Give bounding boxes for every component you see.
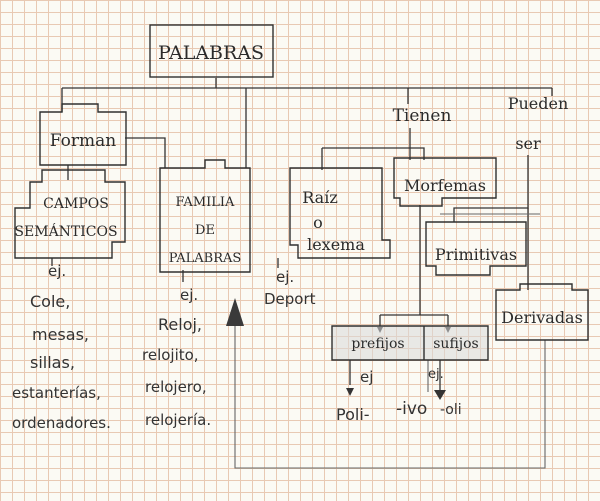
ser-label: ser [515,134,541,153]
tienen-label: Tienen [393,106,452,126]
example-line: ej. [180,286,198,304]
o-label: o [313,213,323,232]
familia-label: FAMILIA [176,195,235,210]
line-pueden-primitivas [453,155,529,222]
forman-label: Forman [50,131,116,151]
line-return-loop [234,318,546,469]
example-line: relojero, [145,378,207,396]
afijos-box [331,325,489,361]
example-line: ej [360,368,373,386]
familia-examples: ej. Reloj, relojito, relojero, relojería… [142,286,211,429]
line-forman-familia [125,137,166,168]
connectors [51,78,553,469]
forman-box [39,103,127,166]
sufijos-label: sufijos [433,336,479,352]
palabras-box [149,24,274,78]
primitivas-label: Primitivas [435,245,517,264]
example-line: mesas, [32,325,89,344]
example-line: Reloj, [158,315,202,334]
derivadas-box [495,283,589,341]
example-line: -ivo [396,399,427,419]
example-line: ej. [428,367,444,382]
prefijos-label: prefijos [351,336,404,352]
raiz-lexema-box [289,167,391,259]
example-line: Cole, [30,292,70,311]
sufijos-examples: ej. -ivo -oli [396,367,462,419]
example-line: ej. [276,268,294,286]
example-line: relojería. [145,411,211,429]
campos-semanticos-box [14,169,126,259]
arrow-up-icon [226,298,244,326]
raiz-examples: ej. Deport [264,268,316,308]
arrow-down-icon [434,390,446,400]
lexema-label: lexema [307,235,365,254]
familia-de-palabras-box [159,159,251,273]
morfemas-box [393,157,497,207]
afijos-shade [332,326,488,360]
morfemas-label: Morfemas [404,176,486,195]
de-label: DE [195,223,215,238]
derivadas-label: Derivadas [501,308,583,327]
example-line: -oli [440,402,462,418]
prefijos-examples: ej Poli- [336,368,373,424]
semanticos-label: SEMÁNTICOS [14,222,117,240]
example-line: ordenadores. [12,414,111,432]
campos-label: CAMPOS [43,196,109,212]
pueden-label: Pueden [508,94,569,113]
raiz-label: Raíz [302,188,338,207]
example-line: estanterías, [12,384,101,402]
example-line: relojito, [142,346,199,364]
example-line: Poli- [336,405,370,424]
example-line: ej. [48,262,66,280]
primitivas-box [425,221,527,276]
example-line: Deport [264,290,316,308]
line-tienen-morfemas [322,147,425,160]
campos-examples: ej. Cole, mesas, sillas, estanterías, or… [12,262,111,432]
palabras-label: PALABRAS [158,42,264,64]
example-line: sillas, [30,353,75,372]
arrow-down-icon [346,388,354,396]
palabras-sub-label: PALABRAS [169,251,242,266]
